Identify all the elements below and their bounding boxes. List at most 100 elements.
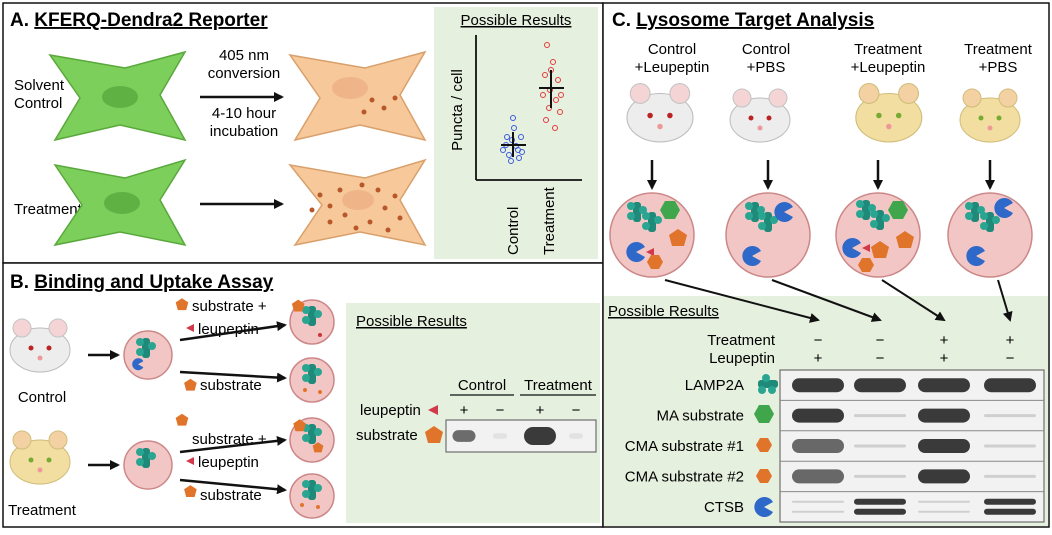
x-label-control: Control (505, 207, 522, 255)
orange-cell-control (288, 50, 427, 142)
row-leupeptin: leupeptin (360, 402, 421, 419)
treatment-row-label: Treatment (707, 332, 776, 349)
blot-c-row-label: LAMP2A (685, 377, 744, 394)
panel-b-results-box (346, 303, 600, 523)
lysosome-b-r1 (289, 299, 335, 345)
leupeptin-sign: − (876, 350, 885, 367)
panel-c-signs: −−+++−+− (814, 332, 1015, 367)
leupeptin-sign: − (1006, 350, 1015, 367)
solvent-label-1: Solvent (14, 77, 65, 94)
treatment-sign: + (1006, 332, 1015, 349)
panel-a-results-title: Possible Results (461, 12, 572, 29)
panel-a-results-box (434, 7, 598, 259)
blot-c-band (854, 378, 906, 393)
treatment-sign: − (876, 332, 885, 349)
scatter-treatment-points (540, 42, 564, 131)
group-2-line2: +PBS (747, 59, 786, 76)
arrow-b-c2 (179, 370, 287, 383)
blot-c-band (854, 474, 906, 478)
scatter-control-points (500, 115, 525, 164)
leupeptin-sign: + (814, 350, 823, 367)
sign-b-2: − (496, 402, 505, 419)
arrow-c-diag-2 (771, 279, 882, 322)
lysosome-c-3 (835, 192, 921, 278)
leupeptin-row-icon (428, 405, 438, 415)
blot-c-band (984, 444, 1036, 448)
arrow-c-diag-1 (664, 279, 820, 323)
blot-b-band (452, 430, 476, 442)
arrow-c-diag-4 (997, 279, 1013, 322)
lysosome-c-1 (609, 192, 695, 278)
panel-c-results-title: Possible Results (608, 303, 719, 320)
arrow-b-t1 (179, 435, 287, 454)
blot-c-band (854, 414, 906, 418)
x-label-treatment: Treatment (541, 186, 558, 255)
sign-b-3: + (536, 402, 545, 419)
step1-label-2: conversion (208, 65, 281, 82)
lysosome-b-r4 (289, 473, 335, 519)
group-header-control: Control (458, 377, 506, 394)
blot-b-bands (452, 427, 583, 445)
blot-c-band (854, 498, 906, 505)
leupeptin-sign: + (940, 350, 949, 367)
blot-c-band (918, 510, 970, 513)
cond-leu-2b: leupeptin (198, 454, 259, 471)
panel-a-title: A. KFERQ-Dendra2 Reporter (10, 10, 268, 31)
scatter-control-mean (501, 132, 526, 157)
blot-c-band (918, 500, 970, 503)
group-1-line2: +Leupeptin (635, 59, 710, 76)
step2-label-2: incubation (210, 123, 278, 140)
blot-c-band (854, 444, 906, 448)
blot-c-band (918, 408, 970, 423)
treatment-sign: − (814, 332, 823, 349)
blot-c-bands (780, 378, 1044, 515)
y-axis-label: Puncta / cell (449, 69, 466, 151)
blot-c-band (918, 439, 970, 453)
cond-leu-1a: substrate + (192, 298, 267, 315)
step1-label-1: 405 nm (219, 47, 269, 64)
blot-c-band (984, 474, 1036, 478)
cond-sub-2: substrate (200, 487, 262, 504)
row-substrate: substrate (356, 427, 418, 444)
blot-c-band (918, 378, 970, 393)
blot-c-band (792, 510, 844, 513)
blot-b-band (569, 433, 583, 439)
blot-c-band (918, 469, 970, 484)
group-3-line2: +Leupeptin (851, 59, 926, 76)
leupeptin-row-label: Leupeptin (709, 350, 775, 367)
orange-cell-treatment (288, 158, 427, 247)
panel-b-title: B. Binding and Uptake Assay (10, 272, 274, 293)
green-cell-control (48, 50, 187, 142)
leupeptin-icon-1 (186, 324, 194, 332)
mouse-label-control: Control (18, 389, 66, 406)
panel-b-results-title: Possible Results (356, 313, 467, 330)
lysosome-b-r3 (289, 417, 335, 463)
group-4-line1: Treatment (964, 41, 1033, 58)
blot-c-row-label: CTSB (704, 499, 744, 516)
blot-c-band (854, 508, 906, 515)
panel-c-title: C. Lysosome Target Analysis (612, 10, 874, 31)
group-header-treatment: Treatment (524, 377, 593, 394)
blot-c-band (792, 378, 844, 393)
green-cell-treatment (53, 158, 187, 247)
lysosome-b-r2 (289, 357, 335, 403)
arrow-c-diag-3 (881, 279, 946, 322)
lysosome-b-control (123, 330, 173, 380)
treatment-sign: + (940, 332, 949, 349)
cond-leu-1b: leupeptin (198, 321, 259, 338)
group-1-line1: Control (648, 41, 696, 58)
mouse-label-treatment: Treatment (8, 502, 77, 519)
blot-c-band (792, 408, 844, 423)
scatter-treatment-mean (539, 70, 564, 108)
group-2-line1: Control (742, 41, 790, 58)
lysosome-c-2 (725, 192, 811, 278)
blot-c-band (984, 414, 1036, 418)
sign-b-4: − (572, 402, 581, 419)
blot-c-row-label: MA substrate (656, 408, 744, 425)
blot-c-band (792, 469, 844, 484)
blot-b-band (493, 433, 507, 439)
blot-c-row-label: CMA substrate #1 (625, 438, 744, 455)
blot-c-band (984, 508, 1036, 515)
